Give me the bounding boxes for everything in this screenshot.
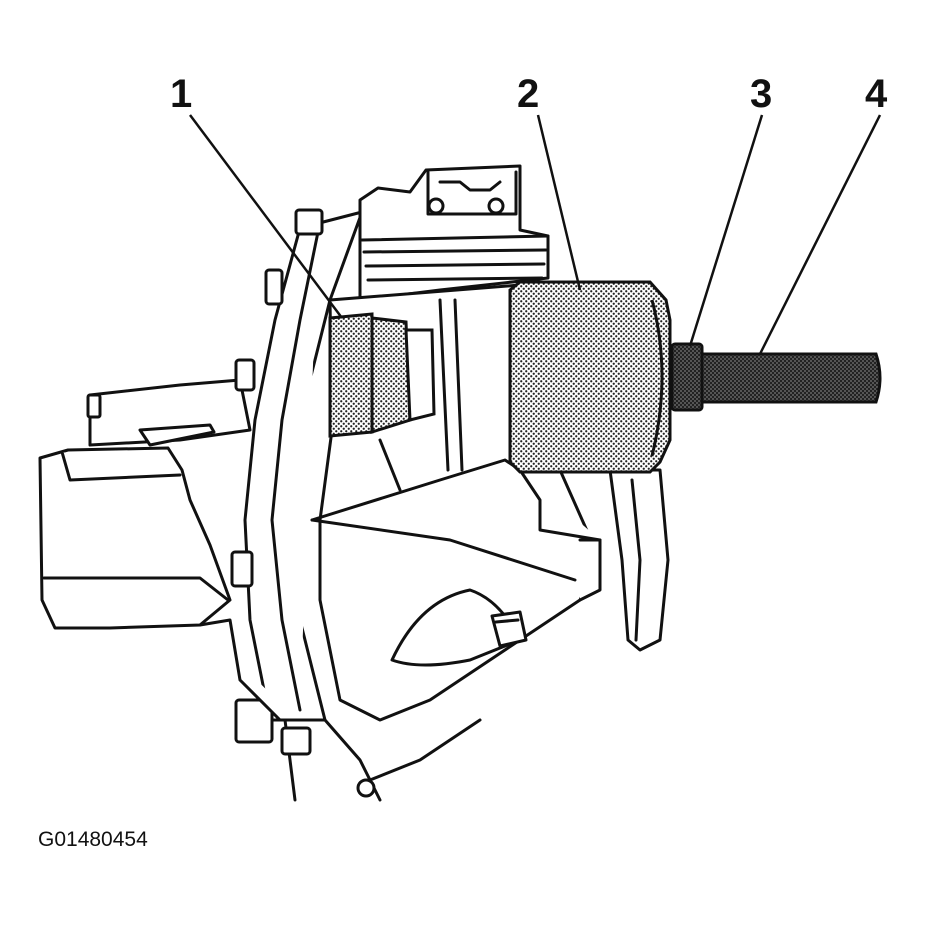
left-mount-bracket: [38, 378, 252, 630]
callout-3: 3: [750, 72, 773, 116]
right-bracket-arm: [608, 468, 670, 652]
tool-body: [508, 280, 672, 474]
lower-bracket: [198, 618, 382, 802]
figure-id: G01480454: [38, 828, 148, 851]
callout-4: 4: [865, 72, 888, 116]
nut: [670, 342, 704, 412]
mounting-bolt: [490, 610, 528, 648]
callout-2: 2: [517, 72, 540, 116]
leader-line-1: [188, 114, 344, 319]
bushing-adapter: [328, 312, 436, 438]
flange-plate: [230, 208, 364, 744]
leader-line-2: [536, 114, 582, 291]
callout-1: 1: [170, 72, 193, 116]
leader-line-4: [758, 114, 882, 355]
leader-line-3: [688, 114, 764, 347]
ribbed-cover: [358, 164, 550, 302]
forcing-screw: [700, 352, 882, 404]
